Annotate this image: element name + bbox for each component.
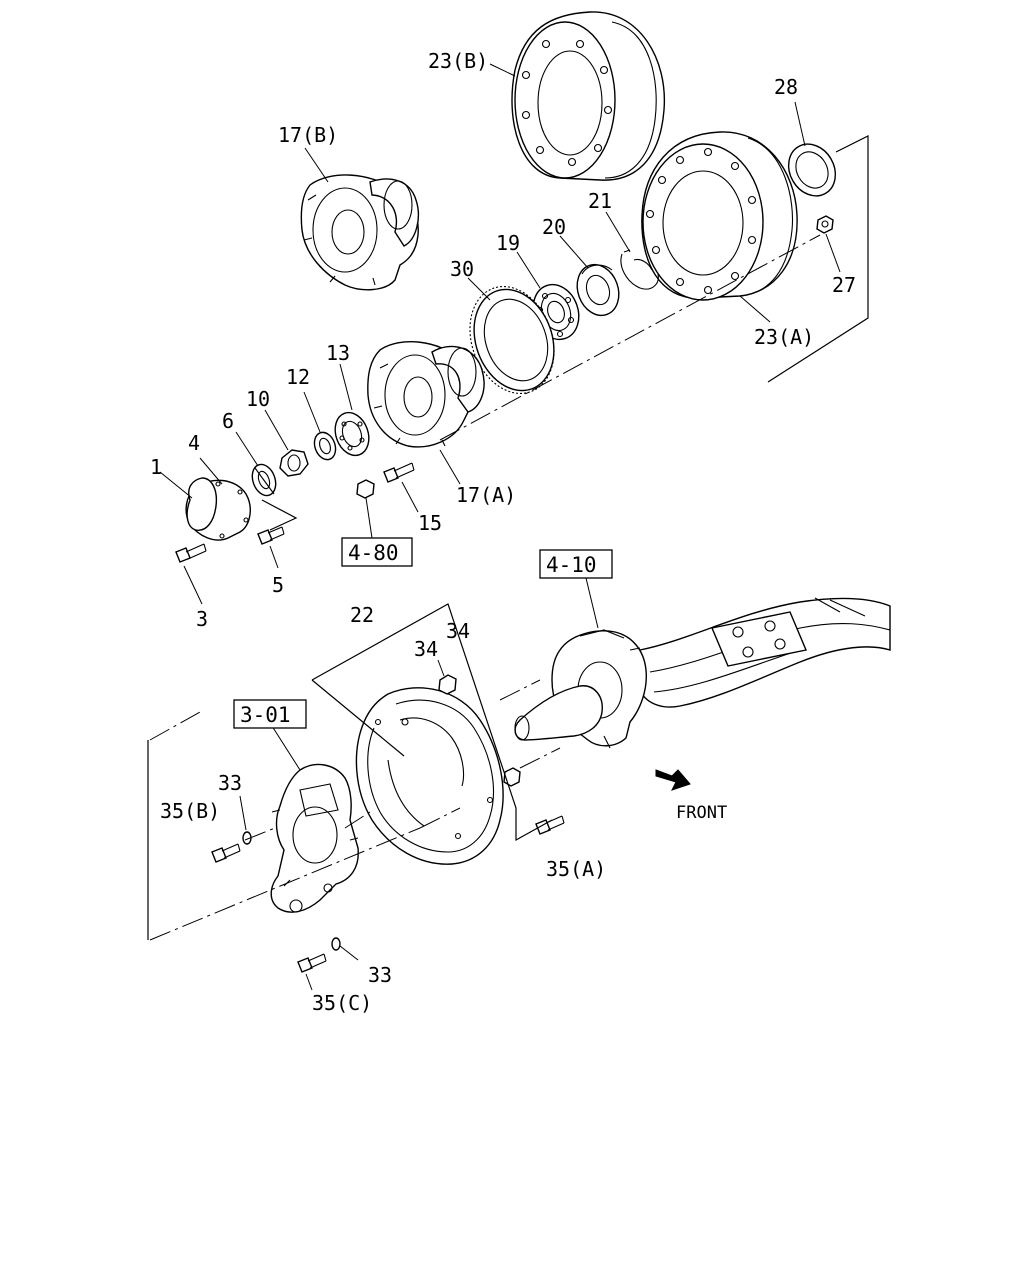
front-axle-beam bbox=[639, 597, 891, 708]
callout-labels: 23(B) 17(B) 28 21 20 19 30 27 23(A) 13 1… bbox=[150, 49, 856, 1015]
callout-3: 3 bbox=[196, 607, 208, 631]
callout-13: 13 bbox=[326, 341, 350, 365]
hub-cap-1 bbox=[185, 477, 251, 541]
reference-box-3-01: 3-01 bbox=[233, 699, 307, 729]
wheel-nut-27 bbox=[816, 215, 834, 234]
callout-10: 10 bbox=[246, 387, 270, 411]
front-direction-arrow-icon bbox=[655, 769, 691, 791]
callout-4: 4 bbox=[188, 431, 200, 455]
reference-box-4-80: 4-80 bbox=[341, 537, 413, 567]
bolt-35b bbox=[211, 843, 241, 863]
callout-17b: 17(B) bbox=[278, 123, 338, 147]
wheel-hub-17a bbox=[367, 341, 485, 448]
brake-drum-23a bbox=[641, 131, 798, 301]
bolt-35a bbox=[535, 815, 565, 835]
washer-33-lower bbox=[331, 937, 341, 951]
oil-seal-28 bbox=[787, 143, 837, 197]
callout-12: 12 bbox=[286, 365, 310, 389]
brake-chamber-bracket bbox=[270, 763, 359, 913]
front-label: FRONT bbox=[676, 803, 727, 823]
group-brackets bbox=[147, 135, 869, 940]
wheel-hub-17b bbox=[300, 174, 420, 291]
lock-washer-6 bbox=[251, 463, 277, 497]
callout-35a: 35(A) bbox=[546, 857, 606, 881]
leader-lines bbox=[159, 63, 841, 991]
brake-backing-plate-22 bbox=[355, 687, 504, 865]
callout-30: 30 bbox=[450, 257, 474, 281]
callout-34-left: 34 bbox=[414, 637, 438, 661]
callout-27: 27 bbox=[832, 273, 856, 297]
callout-17a: 17(A) bbox=[456, 483, 516, 507]
brake-drum-23b bbox=[511, 11, 666, 181]
callout-28: 28 bbox=[774, 75, 798, 99]
callout-34-right: 34 bbox=[446, 619, 470, 643]
callout-19: 19 bbox=[496, 231, 520, 255]
bolt-35c bbox=[297, 953, 327, 973]
callout-22: 22 bbox=[350, 603, 374, 627]
nut-34-upper bbox=[438, 674, 457, 695]
reference-box-4-10: 4-10 bbox=[539, 549, 613, 579]
callout-33-upper: 33 bbox=[218, 771, 242, 795]
bearing-13 bbox=[334, 411, 370, 457]
callout-20: 20 bbox=[542, 215, 566, 239]
callout-35c: 35(C) bbox=[312, 991, 372, 1015]
hub-nut bbox=[356, 479, 375, 499]
hub-bolt-15 bbox=[383, 462, 415, 483]
sensor-ring-30 bbox=[469, 285, 555, 395]
callout-33-lower: 33 bbox=[368, 963, 392, 987]
callout-21: 21 bbox=[588, 189, 612, 213]
bolt-3 bbox=[175, 543, 207, 563]
nut-34-lower bbox=[503, 767, 521, 787]
assembly-axis-lines bbox=[149, 234, 821, 941]
callout-23b: 23(B) bbox=[428, 49, 488, 73]
reference-3-01: 3-01 bbox=[240, 703, 291, 727]
steering-knuckle bbox=[514, 629, 647, 749]
bearing-outer-20 bbox=[576, 263, 620, 317]
reference-4-80: 4-80 bbox=[348, 541, 399, 565]
callout-15: 15 bbox=[418, 511, 442, 535]
callout-35b: 35(B) bbox=[160, 799, 220, 823]
lock-nut-10 bbox=[279, 449, 309, 477]
reference-4-10: 4-10 bbox=[546, 553, 597, 577]
callout-5: 5 bbox=[272, 573, 284, 597]
seal-12 bbox=[313, 431, 337, 461]
bolt-5 bbox=[257, 526, 285, 545]
callout-1: 1 bbox=[150, 455, 162, 479]
callout-23a: 23(A) bbox=[754, 325, 814, 349]
callout-6: 6 bbox=[222, 409, 234, 433]
